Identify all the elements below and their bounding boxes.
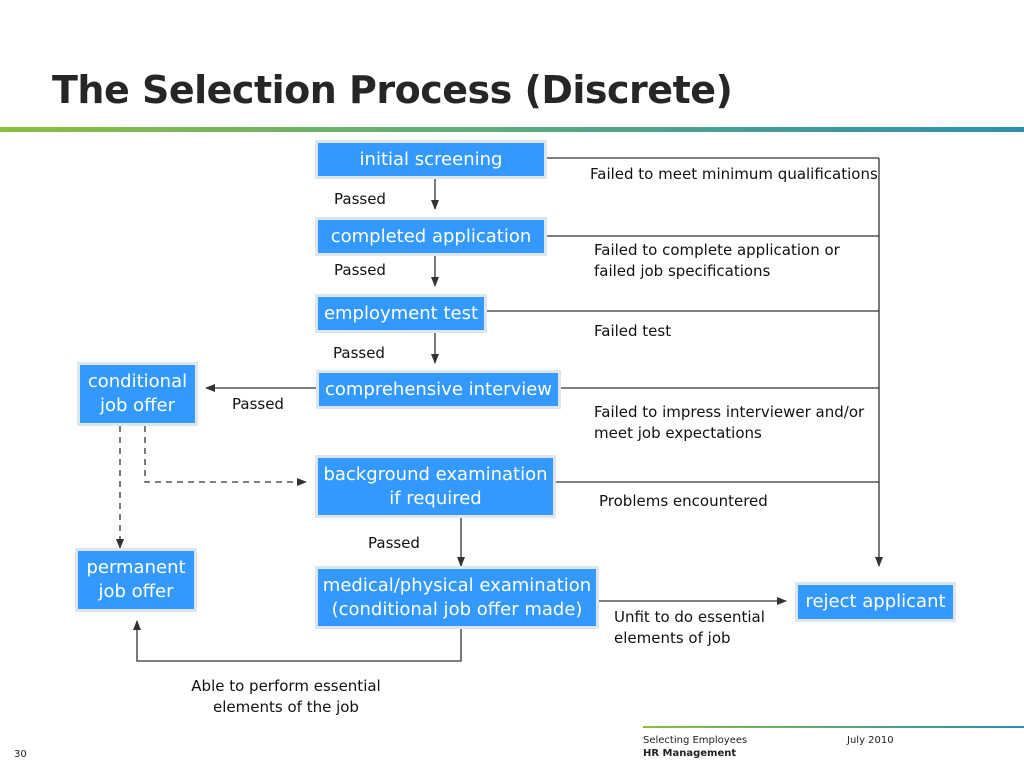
label-passed-application: Passed: [334, 261, 386, 279]
box-permanent-job-offer: permanent job offer: [75, 548, 197, 612]
box-medical-examination: medical/physical examination (conditiona…: [315, 566, 599, 629]
label-fail-application: Failed to complete application or failed…: [594, 241, 840, 280]
box-label: completed application: [330, 225, 532, 247]
label-passed-interview: Passed: [232, 395, 284, 413]
box-employment-test: employment test: [315, 294, 487, 333]
label-fail-medical: Unfit to do essential elements of job: [614, 608, 765, 647]
title-divider: [0, 127, 1024, 132]
box-label: conditional job offer: [87, 371, 188, 416]
label-fail-background: Problems encountered: [599, 492, 768, 510]
label-passed-test: Passed: [333, 344, 385, 362]
box-label: background examination if required: [323, 463, 548, 509]
box-label: initial screening: [359, 148, 503, 170]
label-passed-screening: Passed: [334, 190, 386, 208]
footer-subject: HR Management: [643, 748, 737, 759]
box-completed-application: completed application: [315, 217, 547, 256]
slide-title: The Selection Process (Discrete): [52, 68, 733, 112]
label-fail-screening: Failed to meet minimum qualifications: [590, 165, 878, 183]
box-reject-applicant: reject applicant: [795, 582, 956, 622]
box-initial-screening: initial screening: [315, 140, 547, 179]
label-passed-background: Passed: [368, 534, 420, 552]
box-label: comprehensive interview: [324, 378, 553, 400]
footer-course: Selecting Employees: [643, 735, 748, 746]
label-fail-test: Failed test: [594, 322, 672, 340]
box-comprehensive-interview: comprehensive interview: [316, 370, 561, 409]
box-conditional-job-offer: conditional job offer: [77, 362, 198, 426]
page-number: 30: [14, 749, 27, 760]
footer-date: July 2010: [847, 735, 894, 746]
label-able-to-perform: Able to perform essential elements of th…: [191, 677, 381, 716]
box-label: permanent job offer: [86, 557, 186, 602]
box-label: medical/physical examination (conditiona…: [322, 574, 592, 620]
arrow-medical-to-permanent-offer: [133, 620, 462, 662]
box-label: reject applicant: [805, 591, 946, 612]
label-fail-interview: Failed to impress interviewer and/or mee…: [594, 403, 865, 442]
box-label: employment test: [323, 302, 479, 324]
footer-divider: [643, 726, 1024, 728]
dashed-arrow-conditional-to-background: [144, 426, 307, 486]
box-background-examination: background examination if required: [315, 455, 556, 518]
